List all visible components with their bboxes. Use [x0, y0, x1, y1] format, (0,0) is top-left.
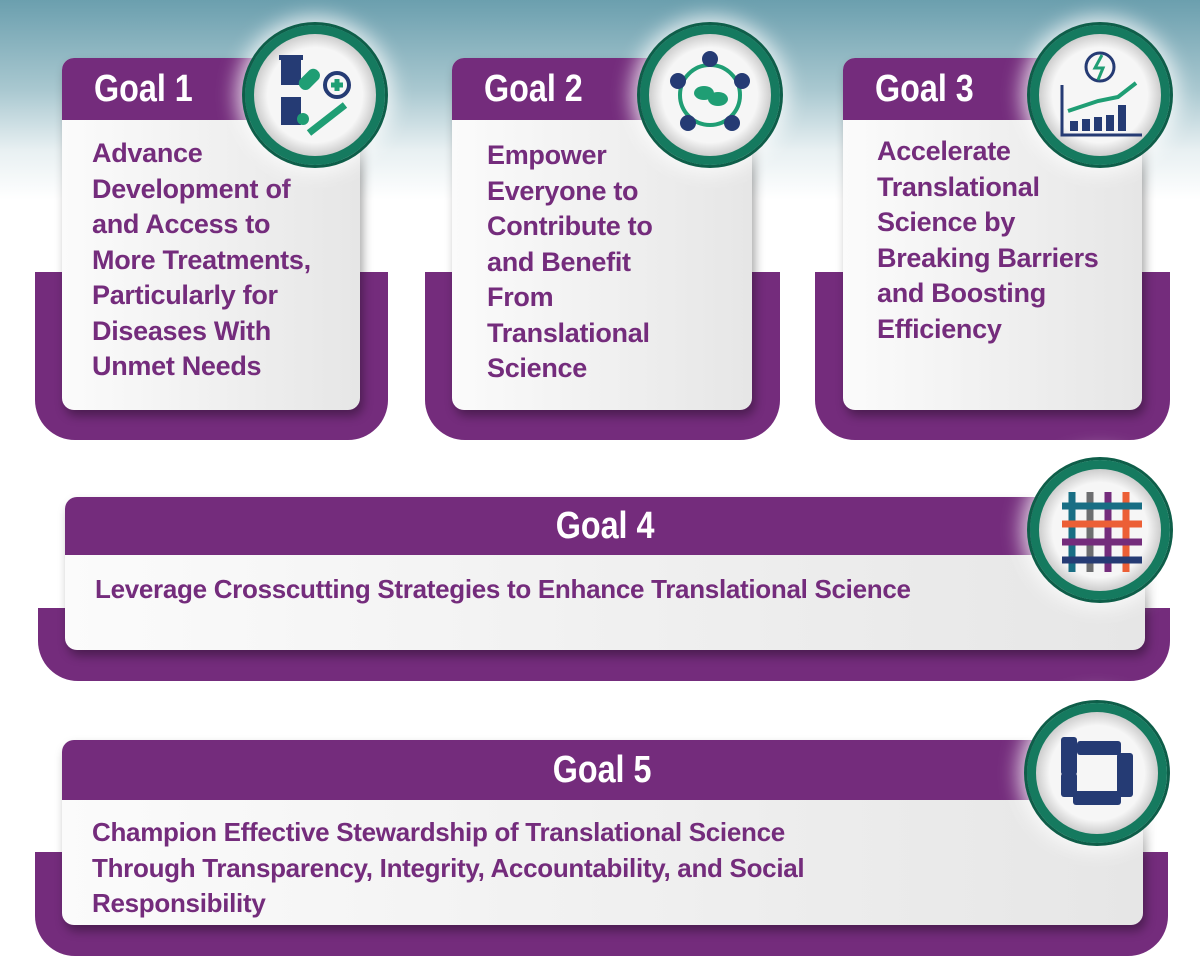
goal-5-card: Goal 5 Champion Effective Stewardship of… — [62, 740, 1143, 925]
goal-5-header: Goal 5 — [62, 740, 1143, 800]
people-discussion-icon — [670, 51, 750, 131]
goal-3-title: Goal 3 — [875, 68, 974, 110]
goal-4-badge — [1030, 460, 1170, 600]
goal-2-text: Empower Everyone to Contribute to and Be… — [487, 140, 653, 383]
medicine-icon — [279, 55, 351, 136]
joined-hands-icon — [1061, 737, 1133, 805]
goal-2-title: Goal 2 — [484, 68, 583, 110]
goal-4-header: Goal 4 — [65, 497, 1145, 555]
goal-1-text: Advance Development of and Access to Mor… — [92, 138, 311, 381]
goal-3-text: Accelerate Translational Science by Brea… — [877, 136, 1099, 344]
goal-1-title: Goal 1 — [94, 68, 193, 110]
goal-5-badge — [1027, 703, 1167, 843]
goal-3-badge — [1030, 25, 1170, 165]
crosshatch-grid-icon — [1062, 492, 1142, 572]
goal-4-title: Goal 4 — [555, 505, 655, 547]
growth-chart-icon — [1060, 51, 1142, 137]
goal-4-card: Goal 4 Leverage Crosscutting Strategies … — [65, 497, 1145, 650]
goal-5-text: Champion Effective Stewardship of Transl… — [92, 817, 805, 918]
goal-4-text: Leverage Crosscutting Strategies to Enha… — [95, 574, 911, 604]
goal-1-badge — [245, 25, 385, 165]
goal-5-title: Goal 5 — [553, 749, 652, 791]
goal-2-badge — [640, 25, 780, 165]
